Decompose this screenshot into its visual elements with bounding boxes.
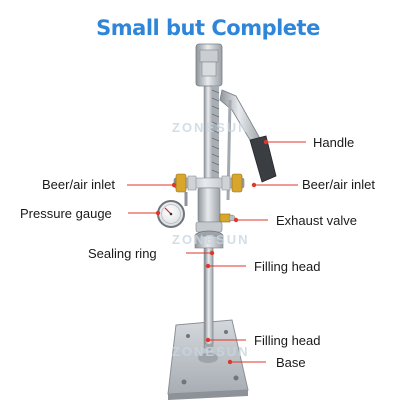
watermark-middle: ZONESUN <box>172 232 250 247</box>
label-beer-air-inlet-right: Beer/air inlet <box>302 177 375 192</box>
sealing-ring-callout-dot <box>209 250 215 256</box>
exhaust-valve-callout-dot <box>233 217 239 223</box>
beer-air-inlet-right-callout-dot <box>251 182 257 188</box>
base-callout-dot <box>227 359 233 365</box>
label-beer-air-inlet-left: Beer/air inlet <box>42 177 115 192</box>
handle-callout-dot <box>263 139 269 145</box>
label-sealing-ring: Sealing ring <box>88 246 157 261</box>
watermark-lower: ZONESUN <box>172 344 250 359</box>
filling-head-upper-callout-dot <box>205 263 211 269</box>
page-title: Small but Complete <box>96 16 320 40</box>
label-pressure-gauge: Pressure gauge <box>20 206 112 221</box>
base-plate <box>167 319 249 400</box>
beer-air-inlet-left-callout-dot <box>171 182 177 188</box>
filling-head-lower-callout-dot <box>205 337 211 343</box>
label-filling-head-lower: Filling head <box>254 333 321 348</box>
label-base: Base <box>276 355 306 370</box>
label-exhaust-valve: Exhaust valve <box>276 213 357 228</box>
label-filling-head-upper: Filling head <box>254 259 321 274</box>
label-handle: Handle <box>313 135 355 150</box>
watermark-upper: ZONESUN <box>172 120 250 135</box>
pressure-gauge-callout-dot <box>155 210 161 216</box>
